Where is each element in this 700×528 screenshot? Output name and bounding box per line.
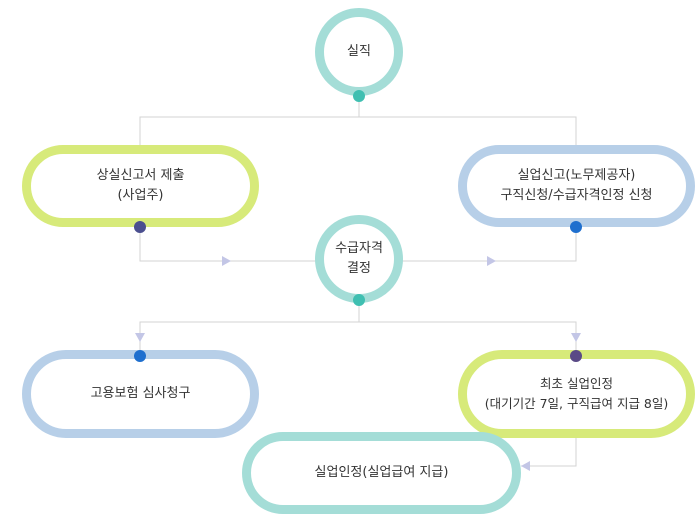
node-eligibility-line-1: 수급자격 — [335, 241, 383, 256]
node-eligibility-line-2: 결정 — [347, 261, 371, 276]
node-loss-report-line-1: 상실신고서 제출 — [96, 168, 185, 183]
node-unemployment-report-line-2: 구직신청/수급자격인정 신청 — [500, 188, 653, 203]
connector-report-to-eligibility — [401, 227, 577, 262]
node-review-request: 고용보험 심사청구 — [22, 350, 259, 438]
node-first-recognition: 최초 실업인정 (대기기간 7일, 구직급여 지급 8일) — [458, 350, 695, 438]
node-unemployment-report-line-1: 실업신고(노무제공자) — [517, 168, 636, 183]
arrow-right-to-eligibility — [222, 256, 231, 266]
connector-loss-report-to-eligibility — [139, 227, 317, 262]
node-recognition: 실업인정(실업급여 지급) — [242, 432, 521, 514]
node-first-recognition-line-1: 최초 실업인정 — [540, 376, 613, 391]
node-loss-report: 상실신고서 제출 (사업주) — [22, 145, 259, 227]
arrow-left-to-recognition — [521, 461, 530, 471]
arrow-right-to-report — [487, 256, 496, 266]
connector-first-recognition-to-recognition — [521, 438, 577, 467]
node-unemployment-report: 실업신고(노무제공자) 구직신청/수급자격인정 신청 — [458, 145, 695, 227]
node-eligibility: 수급자격 결정 — [315, 215, 403, 303]
node-loss-report-line-2: (사업주) — [117, 188, 164, 203]
node-job-loss: 실직 — [315, 8, 403, 96]
node-review-request-line-1: 고용보험 심사청구 — [90, 386, 191, 401]
arrow-down-to-first-recognition — [571, 333, 581, 342]
connector-eligibility-branch — [139, 300, 577, 350]
node-job-loss-line-1: 실직 — [347, 44, 371, 59]
node-recognition-line-1: 실업인정(실업급여 지급) — [314, 465, 449, 480]
node-first-recognition-line-2: (대기기간 7일, 구직급여 지급 8일) — [484, 396, 669, 411]
connector-job-loss-branch — [139, 96, 577, 145]
arrow-down-to-review — [135, 333, 145, 342]
